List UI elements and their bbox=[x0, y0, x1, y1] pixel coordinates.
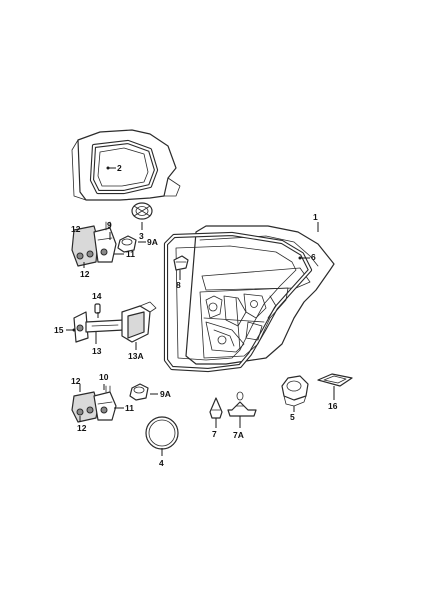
rear-door-shell-part-1 bbox=[185, 225, 335, 365]
body-side-opening-part-2 bbox=[71, 129, 181, 201]
hinge-bushing-part-9a-lower bbox=[129, 383, 149, 401]
callout-9a-bottom: 9A bbox=[160, 389, 171, 399]
callout-6: 6 bbox=[311, 252, 316, 262]
callout-7a: 7A bbox=[233, 430, 244, 440]
callout-14: 14 bbox=[92, 291, 102, 301]
callout-12-top-lower: 12 bbox=[80, 269, 90, 279]
callout-8: 8 bbox=[176, 280, 181, 290]
leader-lines bbox=[66, 167, 335, 456]
leader-dots bbox=[72, 166, 302, 332]
trim-fastener-part-7a bbox=[227, 391, 257, 417]
callout-3: 3 bbox=[139, 231, 144, 241]
callout-4: 4 bbox=[159, 458, 164, 468]
callout-11-bottom: 11 bbox=[125, 403, 134, 413]
callout-7: 7 bbox=[212, 429, 217, 439]
callout-12-bottom-upper: 12 bbox=[71, 376, 81, 386]
callout-5: 5 bbox=[290, 412, 295, 422]
callout-1: 1 bbox=[313, 212, 318, 222]
callout-10: 10 bbox=[99, 372, 109, 382]
callout-9a-top: 9A bbox=[147, 237, 158, 247]
callout-2: 2 bbox=[117, 163, 122, 173]
callout-9: 9 bbox=[107, 220, 112, 230]
door-weatherstrip-part-6 bbox=[163, 231, 313, 373]
check-strap-bolt-part-14 bbox=[94, 303, 101, 314]
door-check-strap-part-13 bbox=[73, 311, 125, 343]
callout-15: 15 bbox=[54, 325, 64, 335]
callout-11-top: 11 bbox=[126, 249, 135, 259]
grommet-part-5 bbox=[281, 375, 309, 407]
round-plug-part-4 bbox=[145, 416, 179, 450]
callout-16: 16 bbox=[328, 401, 338, 411]
callout-12-top-upper: 12 bbox=[71, 224, 81, 234]
lower-door-hinge bbox=[71, 385, 117, 423]
trim-clip-part-8 bbox=[173, 255, 189, 271]
callout-labels: 1 6 2 3 9 9A 11 12 12 8 14 15 13 13A 10 … bbox=[54, 163, 338, 468]
callout-12-bottom-lower: 12 bbox=[77, 423, 87, 433]
check-strap-housing-part-13a bbox=[121, 301, 157, 343]
callout-13a: 13A bbox=[128, 351, 144, 361]
push-clip-part-7 bbox=[209, 397, 223, 419]
hinge-bushing-part-9a-upper bbox=[117, 235, 137, 253]
body-plug-part-3 bbox=[131, 202, 153, 220]
callout-13: 13 bbox=[92, 346, 102, 356]
upper-door-hinge bbox=[71, 221, 117, 267]
door-window-regulator bbox=[199, 287, 289, 359]
adhesive-pad-part-16 bbox=[317, 373, 353, 387]
